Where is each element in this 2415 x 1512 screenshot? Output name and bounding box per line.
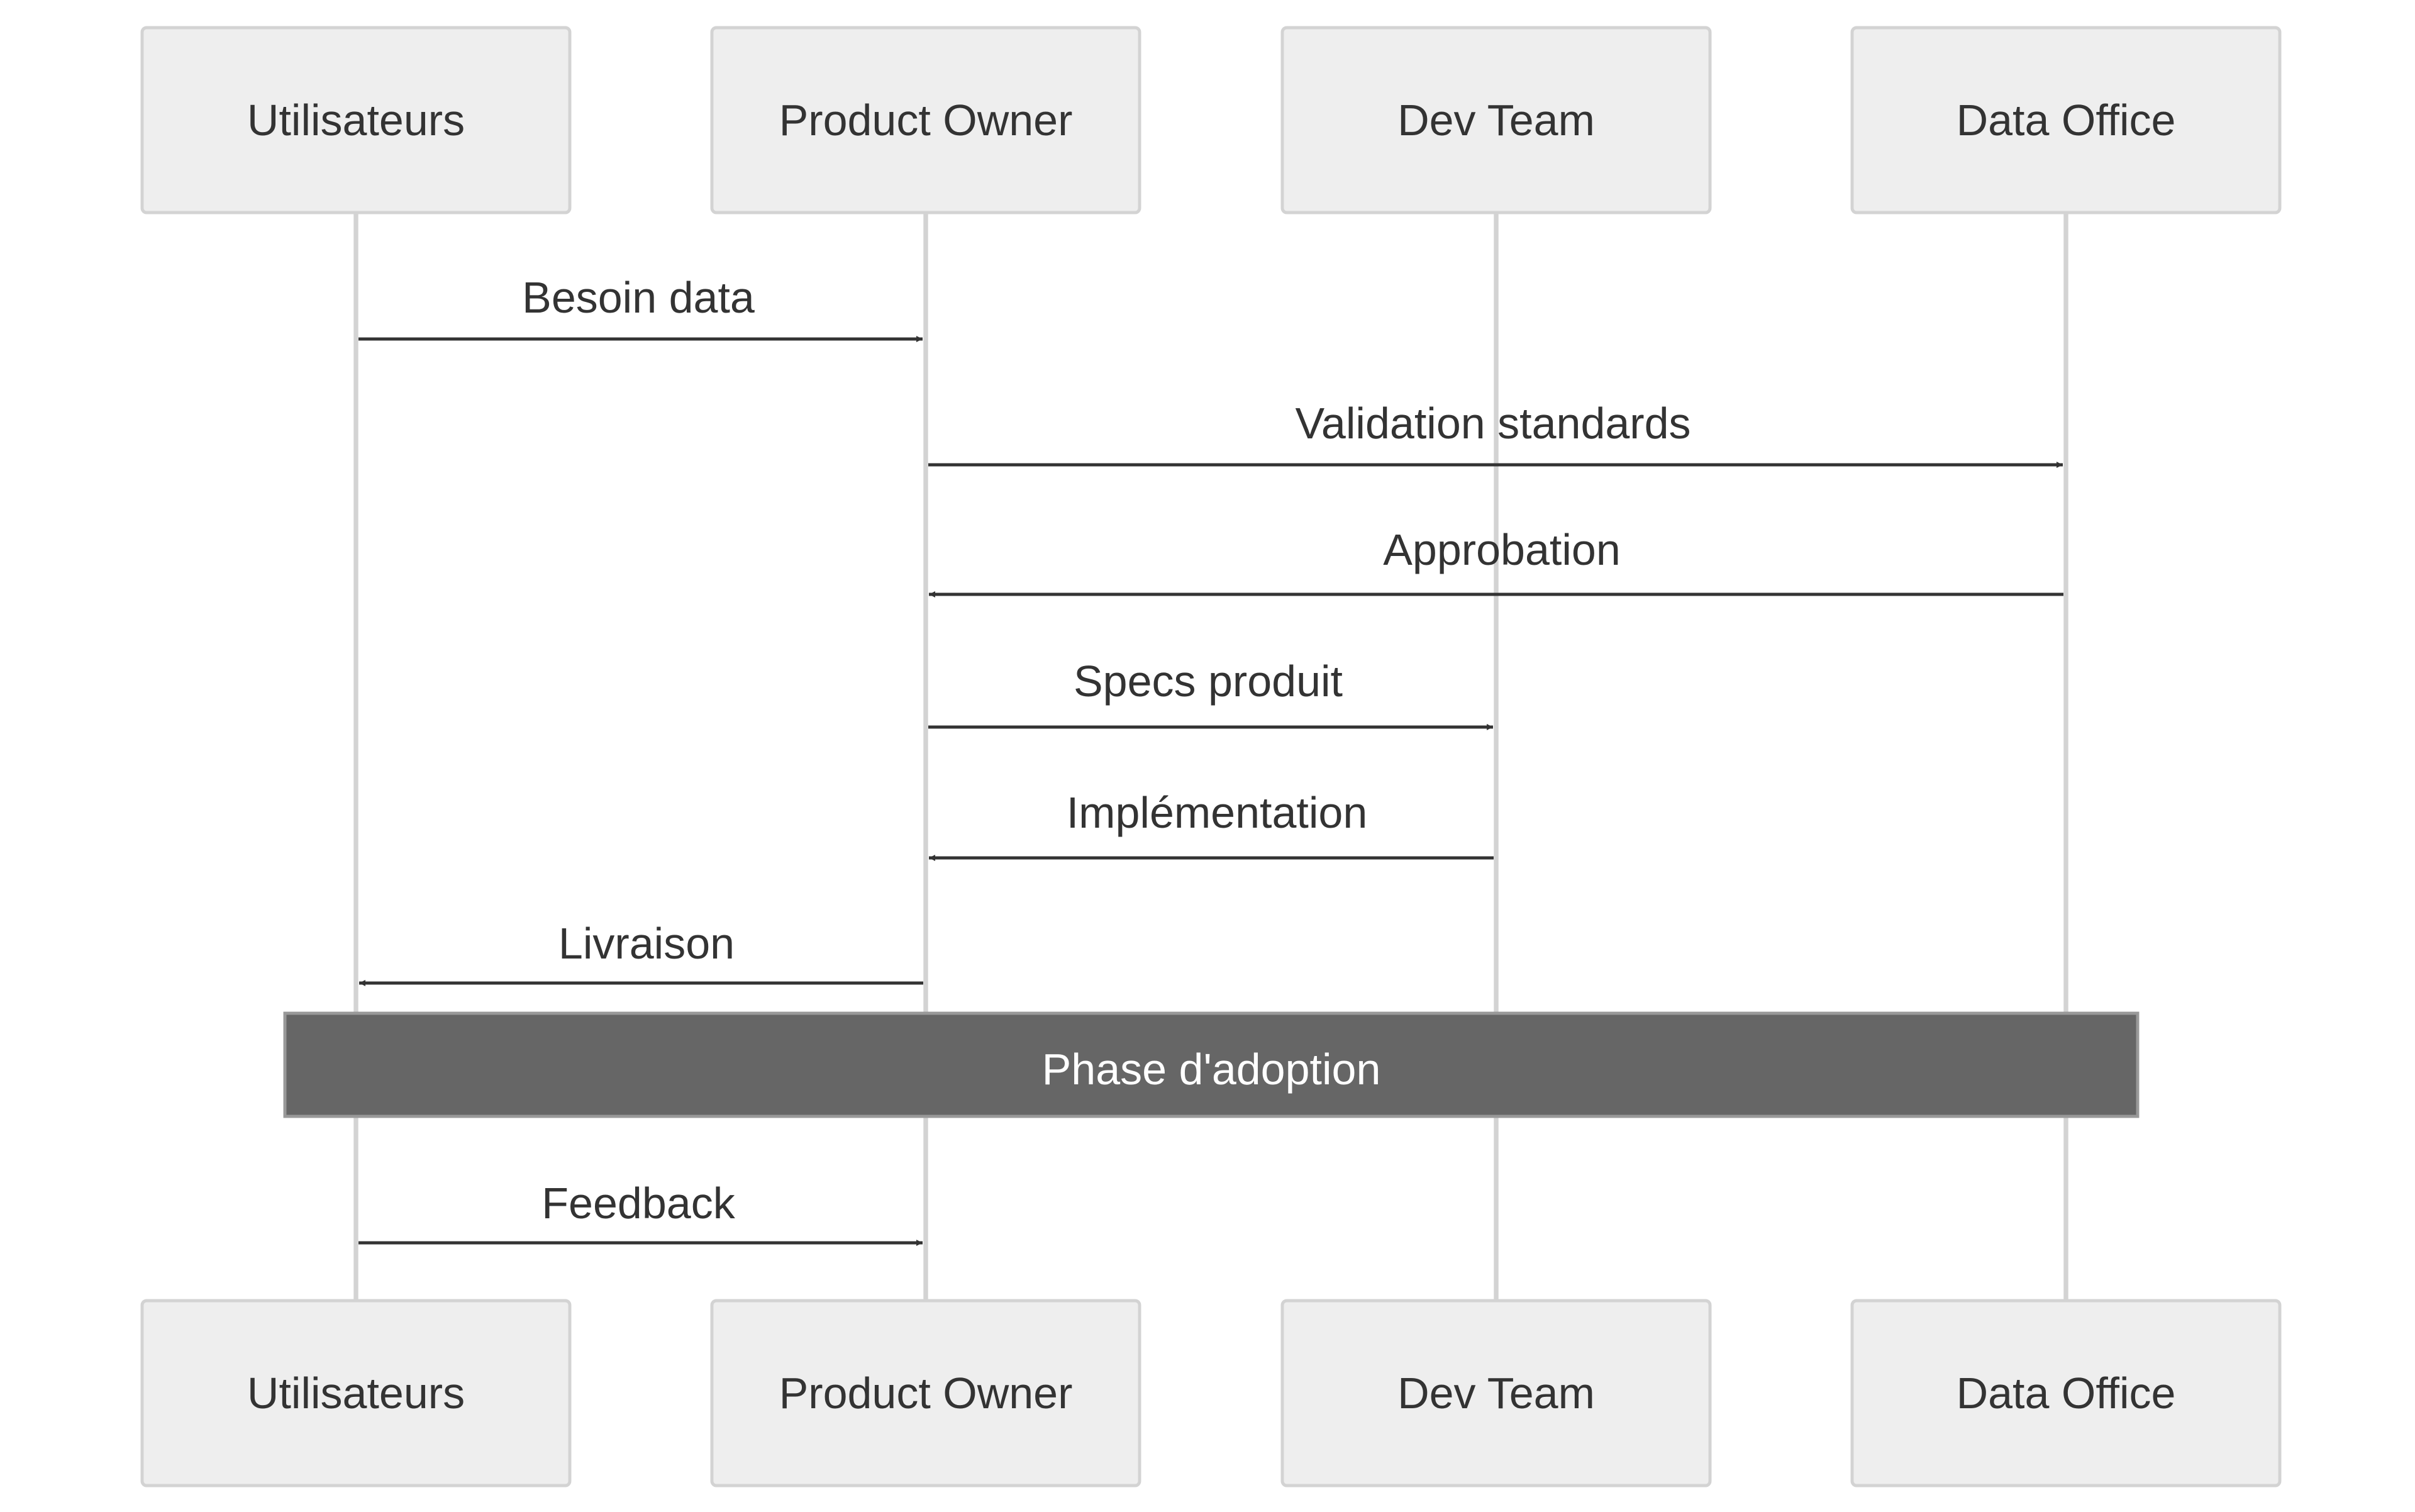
note-label: Phase d'adoption — [1042, 1045, 1381, 1094]
message-livraison: Livraison — [359, 919, 923, 986]
participant-label: Product Owner — [779, 1369, 1073, 1418]
message-validation-standards: Validation standards — [928, 399, 2063, 468]
participant-dev-team-bottom: Dev Team — [1280, 1299, 1712, 1487]
participant-label: Dev Team — [1397, 1369, 1595, 1418]
participant-data-office-bottom: Data Office — [1850, 1299, 2282, 1487]
message-specs-produit: Specs produit — [928, 657, 1493, 730]
participant-product-owner-top: Product Owner — [710, 26, 1141, 214]
participant-data-office-top: Data Office — [1850, 26, 2282, 214]
participant-label: Utilisateurs — [247, 96, 465, 145]
message-label: Livraison — [558, 919, 735, 968]
participants-bottom: Utilisateurs Product Owner Dev Team Data… — [140, 1299, 2282, 1487]
message-label: Approbation — [1383, 525, 1621, 574]
message-label: Implémentation — [1067, 788, 1368, 837]
participant-label: Product Owner — [779, 96, 1073, 145]
participant-label: Utilisateurs — [247, 1369, 465, 1418]
message-feedback: Feedback — [358, 1179, 923, 1246]
message-label: Validation standards — [1295, 399, 1690, 448]
participant-label: Dev Team — [1397, 96, 1595, 145]
message-implementation: Implémentation — [929, 788, 1494, 861]
message-label: Feedback — [541, 1179, 735, 1228]
lifelines — [353, 213, 2068, 1301]
participant-label: Data Office — [1957, 1369, 2176, 1418]
message-label: Specs produit — [1074, 657, 1343, 706]
participants-top: Utilisateurs Product Owner Dev Team Data… — [140, 26, 2282, 214]
participant-label: Data Office — [1957, 96, 2176, 145]
message-besoin-data: Besoin data — [358, 273, 923, 342]
message-approbation: Approbation — [929, 525, 2063, 598]
participant-utilisateurs-top: Utilisateurs — [140, 26, 572, 214]
participant-product-owner-bottom: Product Owner — [710, 1299, 1141, 1487]
participant-dev-team-top: Dev Team — [1280, 26, 1712, 214]
note-phase-adoption: Phase d'adoption — [283, 1011, 2140, 1118]
message-label: Besoin data — [522, 273, 755, 322]
messages: Besoin data Validation standards Approba… — [358, 273, 2063, 1246]
participant-utilisateurs-bottom: Utilisateurs — [140, 1299, 572, 1487]
